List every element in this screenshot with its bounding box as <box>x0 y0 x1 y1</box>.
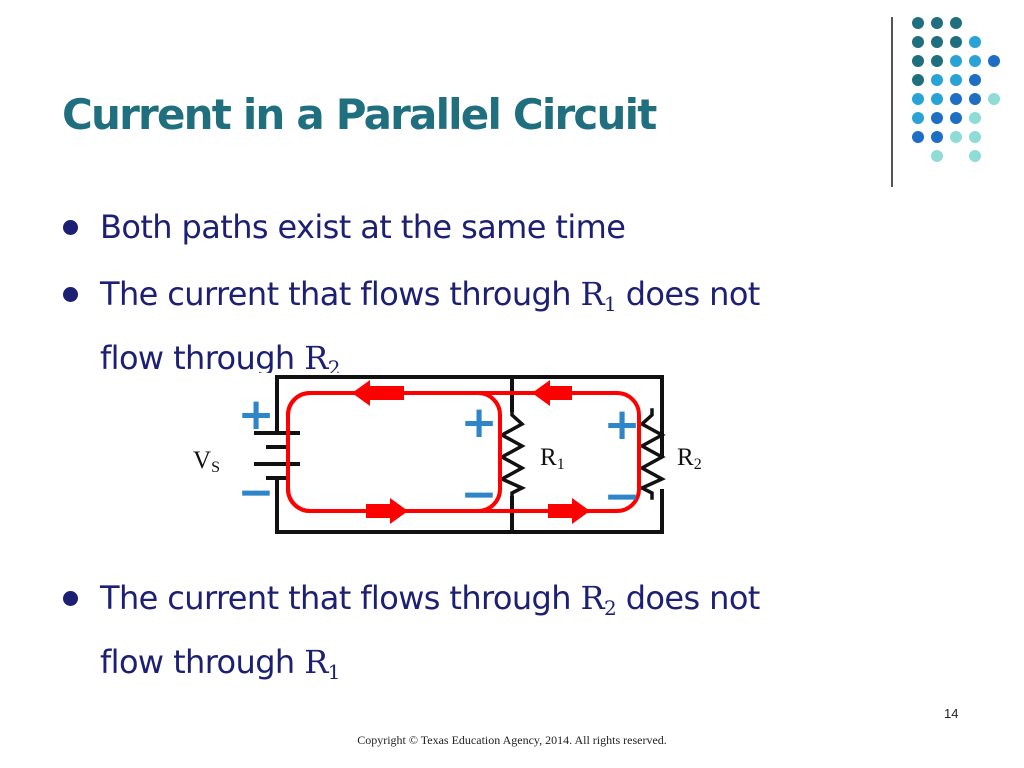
bullet-3-symbol-b-main: R <box>304 643 328 681</box>
polarity-minus-source: − <box>238 467 275 518</box>
bullet-1: Both paths exist at the same time <box>100 200 920 254</box>
polarity-plus-r2: + <box>604 399 641 450</box>
resistor-2-label-sub: 2 <box>693 456 702 473</box>
resistor-1-label-sub: 1 <box>556 456 565 473</box>
bullet-2-symbol-a-sub: 1 <box>604 292 617 316</box>
dot-group <box>912 17 1000 162</box>
arrow-left-icon <box>352 380 404 406</box>
arrow-right-icon <box>366 498 408 524</box>
current-path-branch-2 <box>286 391 641 513</box>
bullet-3-line2: flow through <box>100 643 305 681</box>
bullet-2-line1: The current that flows through <box>100 275 581 313</box>
bullet-2: The current that flows through R1 does n… <box>100 267 920 395</box>
arrow-right-icon <box>548 498 590 524</box>
bullet-3: The current that flows through R2 does n… <box>100 571 920 699</box>
copyright-notice: Copyright © Texas Education Agency, 2014… <box>357 733 667 747</box>
bullet-2-line2: flow through <box>100 339 305 377</box>
bullet-2-line1-end: does not <box>616 275 761 313</box>
polarity-plus-r1: + <box>461 397 498 448</box>
bullet-2-symbol-b: R2 <box>304 339 340 380</box>
resistor-1-label-main: R <box>540 444 557 471</box>
bullet-3-symbol-b-sub: 1 <box>327 660 341 684</box>
resistor-2-label: R2 <box>677 444 702 474</box>
bullet-2-symbol-a: R1 <box>580 275 617 316</box>
arrow-left-icon <box>532 380 572 406</box>
wire-bottom <box>275 476 664 534</box>
bullet-3-symbol-b: R1 <box>304 643 341 684</box>
decorative-dot-grid <box>912 17 1000 162</box>
source-label-sub: S <box>211 459 220 476</box>
resistor-2-zigzag <box>637 408 666 500</box>
source-label: VS <box>193 447 220 477</box>
polarity-minus-r1: − <box>461 469 498 520</box>
bullet-3-symbol-a-sub: 2 <box>604 596 617 620</box>
bullet-marker <box>63 287 78 302</box>
page-number: 14 <box>944 706 959 721</box>
wire-top <box>275 375 664 457</box>
bullet-3-line1: The current that flows through <box>100 579 581 617</box>
resistor-1-label: R1 <box>540 444 565 474</box>
diagram-background <box>230 373 666 546</box>
bullet-1-text: Both paths exist at the same time <box>100 208 626 246</box>
title-divider-line <box>891 17 893 187</box>
bullet-3-symbol-a-main: R <box>580 579 605 617</box>
bullet-2-symbol-a-main: R <box>580 275 605 313</box>
source-label-main: V <box>193 447 212 474</box>
polarity-minus-r2: − <box>604 471 641 522</box>
polarity-plus-source: + <box>238 389 275 440</box>
bullet-3-line1-end: does not <box>616 579 761 617</box>
bullet-3-symbol-a: R2 <box>580 579 617 620</box>
current-arrows <box>352 380 590 524</box>
bullet-2-symbol-b-main: R <box>304 339 328 377</box>
bullet-marker <box>63 220 78 235</box>
parallel-circuit-diagram: + − + − + − <box>230 373 666 546</box>
resistor-2-label-main: R <box>677 444 694 471</box>
bullet-marker <box>63 591 78 606</box>
slide-title: Current in a Parallel Circuit <box>62 90 657 139</box>
